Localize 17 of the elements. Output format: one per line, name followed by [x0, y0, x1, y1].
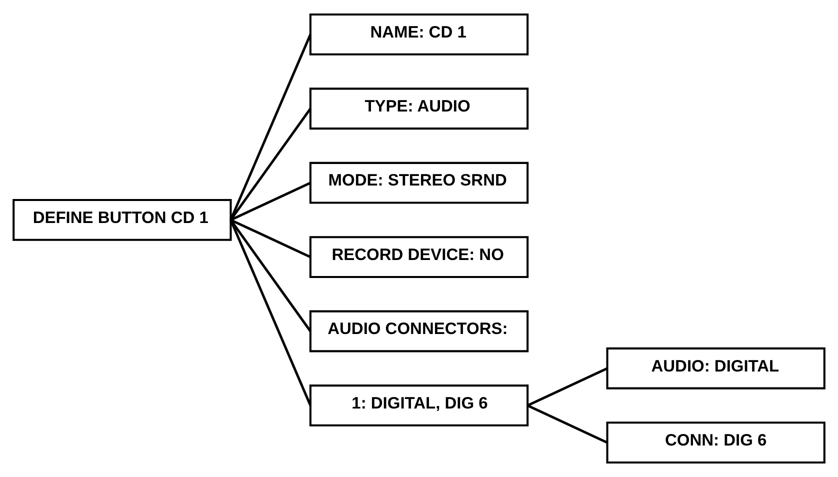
node-box: CONN: DIG 6: [606, 422, 826, 464]
connector: [230, 34, 312, 220]
node-box: DEFINE BUTTON CD 1: [12, 199, 232, 241]
node-box: RECORD DEVICE: NO: [309, 236, 529, 278]
connector: [230, 219, 312, 332]
node-box: MODE: STEREO SRND: [309, 162, 529, 204]
connector: [527, 367, 608, 407]
connector: [230, 219, 312, 406]
node-box: TYPE: AUDIO: [309, 88, 529, 130]
connector: [230, 218, 311, 258]
connector: [230, 108, 312, 221]
connector: [230, 182, 311, 222]
node-box: AUDIO CONNECTORS:: [309, 310, 529, 352]
node-box: NAME: CD 1: [309, 13, 529, 56]
node-box: AUDIO: DIGITAL: [606, 347, 826, 390]
node-box: 1: DIGITAL, DIG 6: [309, 384, 529, 426]
connector: [527, 404, 608, 444]
